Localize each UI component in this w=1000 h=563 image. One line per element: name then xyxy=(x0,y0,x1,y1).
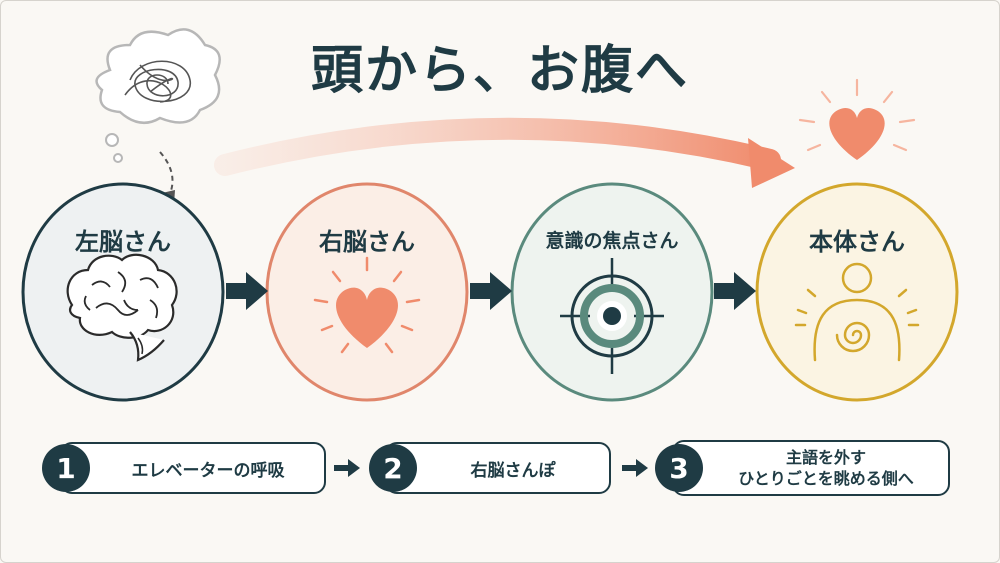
stage-label-focus: 意識の焦点さん xyxy=(545,230,679,252)
step-number-badge: 1 xyxy=(42,444,90,492)
step-pill-3[interactable]: 主語を外す ひとりごとを眺める側へ xyxy=(672,440,950,496)
arrow-right-icon xyxy=(334,459,360,477)
stage-label-left-brain: 左脳さん xyxy=(75,228,171,256)
step-number-badge: 2 xyxy=(369,444,417,492)
heart-icon xyxy=(798,78,916,160)
stage-label-body: 本体さん xyxy=(809,228,905,256)
brain-icon xyxy=(66,253,178,362)
stage-label-right-brain: 右脳さん xyxy=(319,228,415,256)
stage-circle-right-brain xyxy=(265,182,469,402)
heart-icon xyxy=(313,256,421,354)
arrow-right-icon xyxy=(470,272,512,310)
step-label: 右脳さんぽ xyxy=(470,460,556,481)
step-label-line2: ひとりごとを眺める側へ xyxy=(738,469,914,488)
step-number-badge: 3 xyxy=(655,444,703,492)
arrow-right-icon xyxy=(714,272,756,310)
big-arc-arrow xyxy=(214,117,795,188)
thought-bubble-icon xyxy=(95,28,221,205)
step-pill-2[interactable]: 右脳さんぽ xyxy=(385,442,611,494)
body-spiral-icon xyxy=(794,262,920,362)
arrow-right-icon xyxy=(622,459,648,477)
arrow-right-icon xyxy=(226,272,268,310)
step-pill-1[interactable]: エレベーターの呼吸 xyxy=(60,442,326,494)
target-icon xyxy=(560,258,664,374)
page-title: 頭から、お腹へ xyxy=(310,41,689,101)
step-label: エレベーターの呼吸 xyxy=(131,460,285,481)
step-label-line1: 主語を外す xyxy=(785,448,866,467)
